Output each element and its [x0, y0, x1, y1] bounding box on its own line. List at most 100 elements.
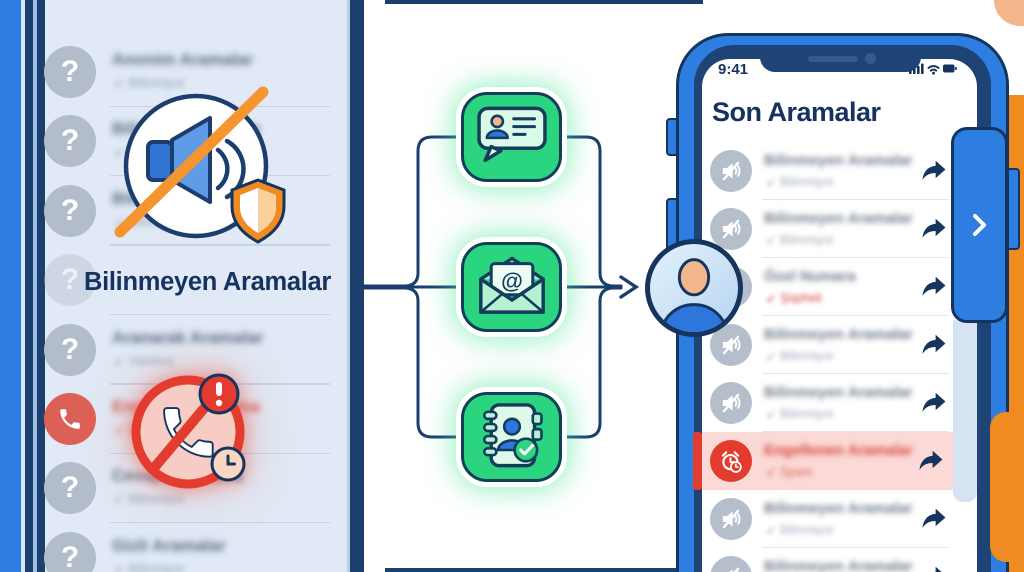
unknown-call-row[interactable]: ?: [0, 246, 364, 316]
user-avatar: [645, 239, 743, 337]
contact-book-verified-icon: [461, 392, 562, 482]
question-mark-icon: ?: [60, 124, 80, 158]
unknown-call-row[interactable]: ? Gizli Aramalar ↙ Bilinmiyor: [0, 524, 364, 572]
muted-speaker-icon: [729, 567, 740, 572]
panel-heading: Bilinmeyen Aramalar: [84, 268, 332, 296]
call-title-blurred: Bilinmeyen Aramalar: [764, 558, 913, 572]
call-title-blurred: Bilinmeyen Aramalar: [764, 500, 913, 517]
call-title-blurred: Özel Numara: [764, 268, 856, 285]
chevron-right-icon: [972, 214, 986, 236]
caller-avatar: [710, 382, 752, 424]
envelope-at-glyph: @: [478, 256, 545, 314]
recent-call-row[interactable]: Bilinmeyen Aramalar ↙ Bilinmiyor: [702, 142, 977, 200]
caller-avatar: ?: [44, 323, 96, 376]
call-subtitle-blurred: ↙ Bilinmiyor: [766, 523, 835, 537]
caller-avatar: [710, 440, 752, 482]
person-glyph: [660, 258, 728, 332]
signal-bars-icon: [909, 63, 924, 74]
share-arrow-icon[interactable]: [919, 506, 949, 530]
recent-calls-title: Son Aramalar: [712, 97, 881, 127]
caller-avatar: ?: [44, 462, 96, 515]
call-title-blurred: Bilinmeyen Aramalar: [764, 152, 913, 169]
caller-avatar: [710, 498, 752, 540]
question-mark-icon: ?: [60, 540, 80, 572]
orange-bookmark-tab: [990, 412, 1024, 562]
alarm-clock-icon: [721, 451, 742, 473]
call-detail-blurred: ↙ Bilinmiyor: [114, 560, 185, 572]
call-title-blurred: Bilinmeyen Aramalar: [764, 326, 913, 343]
blocked-call-alert-icon: [131, 373, 246, 489]
call-title-blurred: Bilinmeyen Aramalar: [764, 384, 913, 401]
caller-name-blurred: Anonim Aramalar: [112, 50, 254, 69]
share-arrow-icon[interactable]: [919, 564, 949, 572]
share-arrow-icon[interactable]: [919, 158, 949, 182]
flagged-stripe: [693, 432, 702, 490]
question-mark-icon: ?: [60, 471, 80, 505]
call-subtitle-blurred: ↙ Bilinmiyor: [766, 175, 835, 189]
caller-avatar: ?: [44, 46, 96, 98]
question-mark-icon: ?: [60, 55, 80, 88]
recent-call-row[interactable]: Bilinmeyen Aramalar ↙ Bilinmiyor: [702, 200, 977, 258]
phone-call-icon: [60, 409, 80, 429]
share-arrow-icon[interactable]: [919, 332, 949, 356]
call-detail-blurred: ↙ Bilinmiyor: [114, 491, 185, 507]
camera-dot: [865, 53, 876, 64]
question-mark-icon: ?: [60, 332, 80, 366]
chevron-right-handle[interactable]: [951, 127, 1008, 323]
call-detail-blurred: ↙ Yanıtsız: [114, 352, 175, 368]
caller-name-blurred: Gizli Aramalar: [112, 535, 226, 555]
muted-speaker-shield-icon: [114, 86, 286, 244]
email-at-envelope-icon: @: [461, 242, 562, 332]
muted-speaker-icon: [722, 335, 741, 355]
caller-avatar: ?: [44, 531, 96, 572]
arrowhead: [619, 275, 640, 299]
unknown-call-row[interactable]: ? Anonim Aramalar ↙ Bilinmiyor: [0, 38, 364, 107]
share-arrow-icon[interactable]: [919, 274, 949, 298]
call-subtitle-blurred: ↙ Bilinmiyor: [766, 233, 835, 247]
share-arrow-icon[interactable]: [919, 390, 949, 414]
recent-calls-list: Bilinmeyen Aramalar ↙ Bilinmiyor: [693, 142, 977, 572]
caller-avatar: [710, 556, 752, 572]
battery-icon: [943, 64, 957, 73]
share-arrow-icon[interactable]: [919, 216, 949, 240]
top-edge-strip: [385, 0, 703, 4]
recent-call-row[interactable]: Bilinmeyen Aramalar ↙ Bilinmiyor: [702, 316, 977, 374]
status-icons: [909, 63, 957, 75]
bottom-edge-strip: [385, 568, 703, 572]
caller-avatar: ?: [44, 115, 96, 168]
chat-bubble-contact-glyph: [476, 106, 547, 163]
share-arrow-icon[interactable]: [916, 448, 946, 472]
phone-notch: [760, 45, 921, 72]
caller-avatar: [710, 150, 752, 192]
call-subtitle-blurred: ↙ Bilinmiyor: [766, 349, 835, 363]
call-title-blurred: Engellenen Aramalar: [764, 442, 913, 459]
handle-track: [953, 320, 977, 502]
recent-call-row[interactable]: Bilinmeyen Aramalar ↙ Bilinmiyor: [702, 548, 977, 572]
call-detail-blurred: ↙ Bilinmiyor: [114, 75, 185, 90]
recent-call-row[interactable]: Bilinmeyen Aramalar ↙ Bilinmiyor: [702, 374, 977, 432]
caller-name-blurred: Aranarak Aramalar: [112, 327, 264, 347]
caller-avatar: ?: [44, 184, 96, 237]
contact-book-glyph: [482, 403, 543, 468]
question-mark-icon: ?: [60, 193, 80, 227]
muted-speaker-icon: [722, 219, 741, 239]
caller-avatar: ?: [44, 393, 96, 445]
caller-avatar: [710, 324, 752, 366]
speaker-slot: [808, 56, 858, 62]
recent-call-row[interactable]: Engellenen Aramalar ↙ Spam: [693, 432, 958, 490]
recent-call-row[interactable]: Özel Numara ↙ Şüpheli: [702, 258, 977, 316]
caller-avatar: ?: [44, 254, 96, 307]
caller-avatar: [710, 208, 752, 250]
wifi-icon: [927, 65, 940, 75]
call-subtitle-blurred: ↙ Bilinmiyor: [766, 407, 835, 421]
muted-speaker-icon: [722, 161, 741, 181]
svg-text:@: @: [501, 269, 523, 294]
question-mark-icon: ?: [60, 263, 80, 297]
muted-speaker-icon: [722, 509, 741, 529]
unknown-calls-panel: ? Anonim Aramalar ↙ Bilinmiyor ? B: [0, 0, 364, 572]
muted-speaker-icon: [722, 393, 741, 413]
recent-call-row[interactable]: Bilinmeyen Aramalar ↙ Bilinmiyor: [702, 490, 977, 548]
chat-contact-card-icon: [461, 92, 562, 182]
call-subtitle-blurred: ↙ Spam: [766, 465, 813, 479]
